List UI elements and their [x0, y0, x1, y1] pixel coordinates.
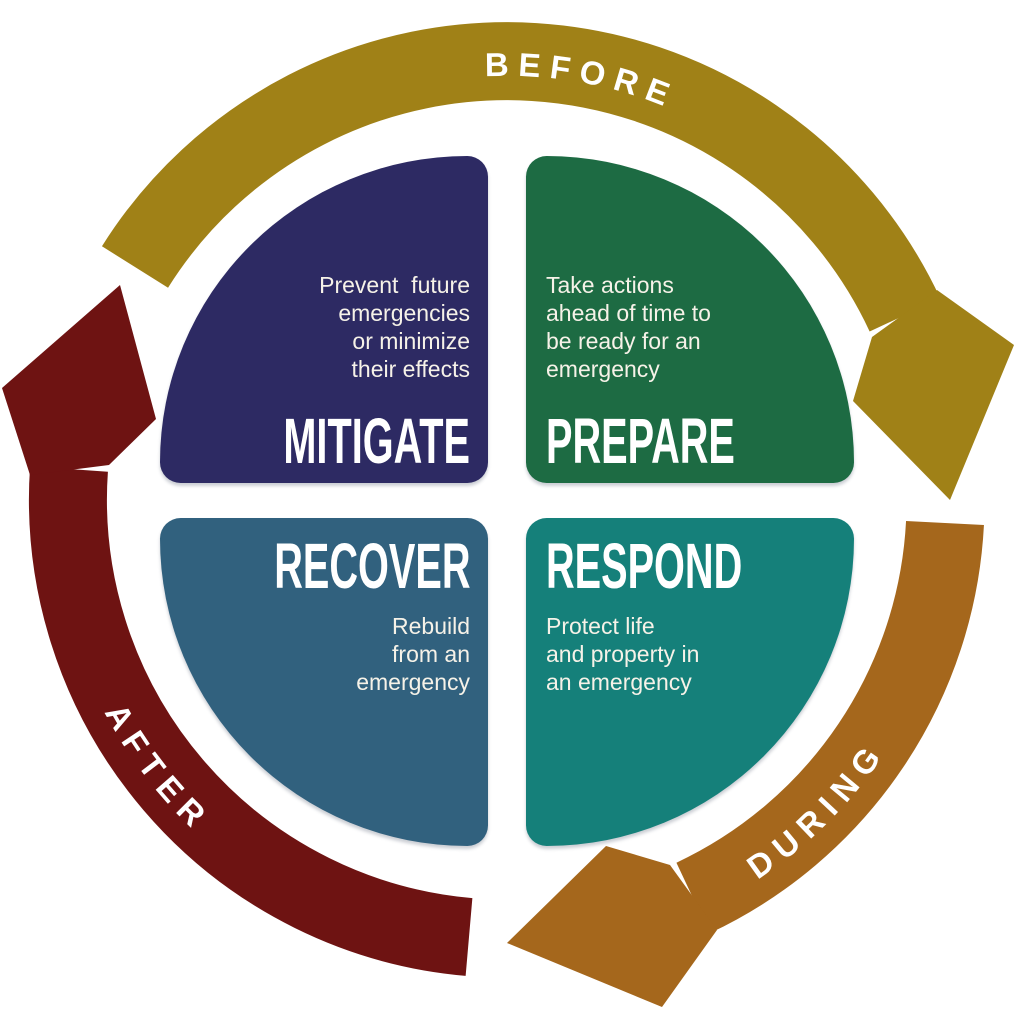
recover-description: Rebuild from an emergency: [356, 613, 470, 696]
mitigate-description: Prevent future emergencies or minimize t…: [319, 271, 470, 382]
during-arc-band: [676, 520, 984, 934]
recover-label: RECOVER: [273, 530, 470, 602]
respond-label: RESPOND: [546, 530, 743, 602]
arrow-before: BEFORE: [101, 22, 1014, 500]
respond-description: Protect life and property in an emergenc…: [546, 613, 700, 696]
during-arrowhead-icon: [507, 846, 717, 1007]
before-arc-band: [101, 22, 941, 332]
prepare-label: PREPARE: [546, 405, 735, 477]
after-arrowhead-icon: [2, 285, 156, 475]
prepare-description: Take actions ahead of time to be ready f…: [546, 271, 711, 382]
after-arc-band: [28, 466, 473, 976]
arrow-after: AFTER: [2, 285, 473, 976]
before-arrowhead-icon: [853, 290, 1014, 500]
mitigate-label: MITIGATE: [283, 405, 470, 477]
